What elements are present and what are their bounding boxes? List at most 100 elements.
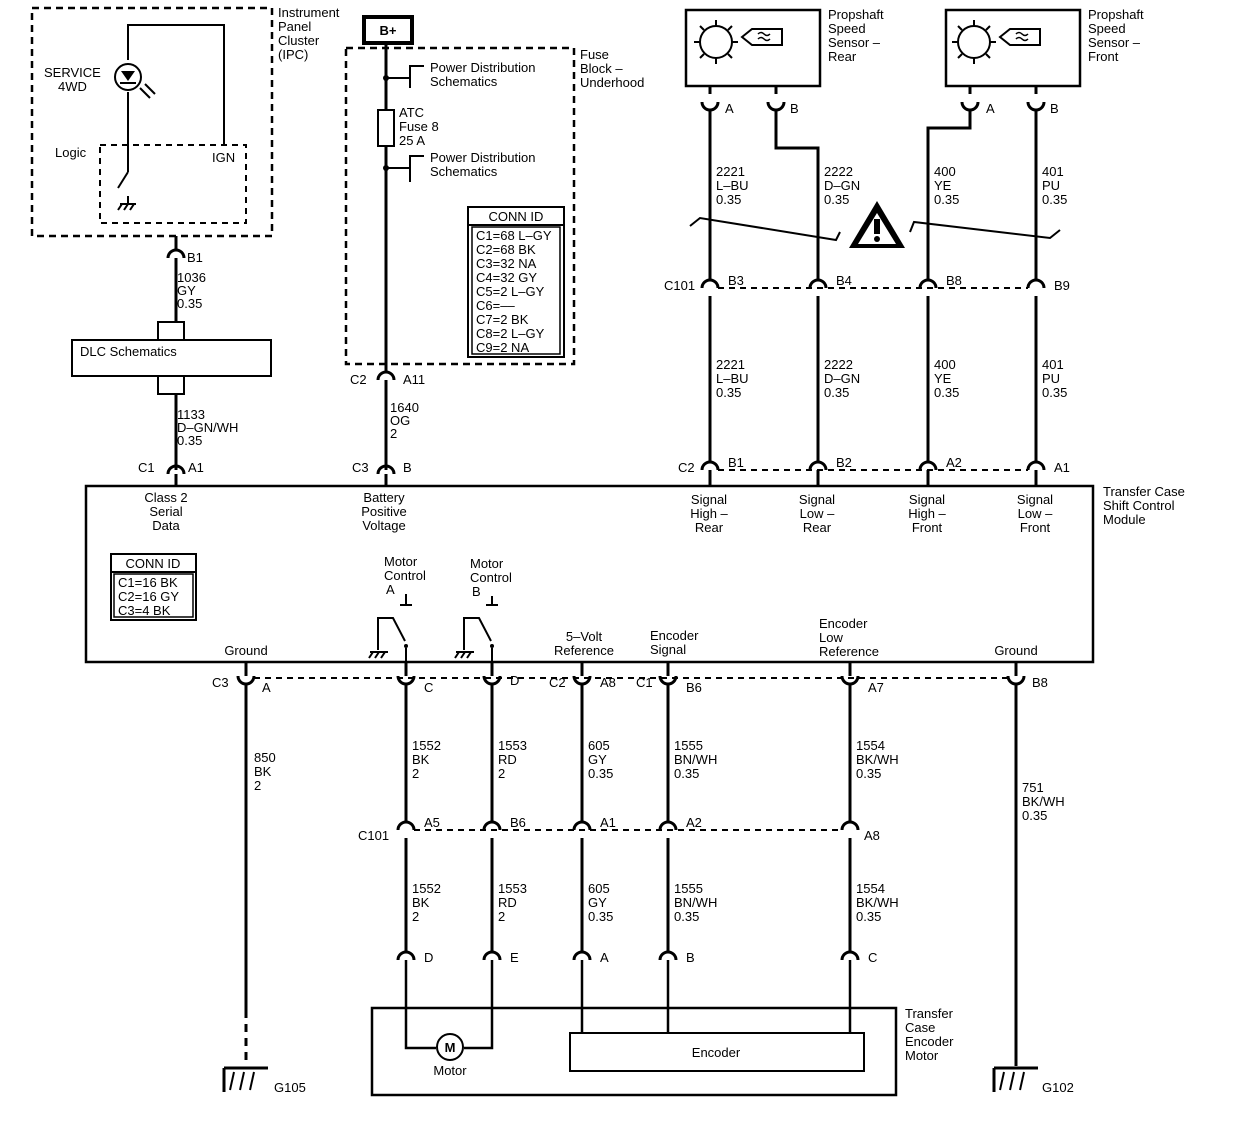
pin-b6-inline-label: B6 (510, 815, 526, 830)
pin-a7-bottom-label: A7 (868, 680, 884, 695)
sensor-front-pin-a: A (986, 101, 995, 116)
pin-b6-bottom-label: B6 (686, 680, 702, 695)
conn-id-fuse-title: CONN ID (489, 209, 544, 224)
conn-id-module-title: CONN ID (126, 556, 181, 571)
encoder-pin-c-label: C (868, 950, 877, 965)
sensor-front-pickup-icon (998, 28, 1041, 46)
pin-b1-label: B1 (187, 250, 203, 265)
sensor-front-box (944, 8, 1082, 88)
pin-c3-top-label: C3 (352, 460, 369, 475)
c101-top-label: C101 (664, 278, 695, 293)
ground-1-label: Ground (224, 643, 267, 658)
ign-label: IGN (212, 150, 235, 165)
connector-c3-b-icon (376, 464, 396, 475)
sensor-rear-box (684, 8, 822, 88)
encoder-box (569, 1032, 865, 1072)
sensor-front-pin-b: B (1050, 101, 1059, 116)
sensor-connectors (700, 86, 1046, 112)
ground-2-label: Ground (994, 643, 1037, 658)
conn-id-fuse-items: C1=68 L–GY C2=68 BK C3=32 NA C4=32 GY C5… (476, 228, 555, 355)
pin-a1-label: A1 (188, 460, 204, 475)
pin-a11-label: A11 (403, 372, 425, 387)
wire-2222-upper (774, 110, 820, 280)
led-light-rays-icon (139, 87, 151, 99)
pin-d-bottom-label: D (510, 673, 519, 688)
pin-c2-bottom-label: C2 (549, 675, 566, 690)
connector-c2-a11-icon (376, 370, 396, 381)
twisted-pair-mark-rear (689, 216, 841, 242)
dlc-schematics-box (71, 339, 272, 377)
twisted-pair-mark-front (909, 220, 1061, 240)
transfer-case-shift-control-module (84, 484, 1095, 664)
wire-400-upper (926, 110, 972, 280)
pin-b8-bottom-label: B8 (1032, 675, 1048, 690)
pin-c3-bottom-label: C3 (212, 675, 229, 690)
fuse-8-icon (377, 109, 395, 147)
motor-control-a-switch-icon (368, 594, 412, 662)
encoder-pin-e-label: E (510, 950, 519, 965)
motor-wire-right (464, 960, 494, 1050)
motor-wire-left (404, 960, 436, 1050)
led-diode-icon (121, 71, 135, 81)
connector-c1-a1-icon (166, 464, 186, 475)
encoder-pin-a-label: A (600, 950, 609, 965)
caution-warning-icon (849, 201, 905, 248)
pin-b-top-label: B (403, 460, 412, 475)
pin-a-bottom-label: A (262, 680, 271, 695)
ipc-dashed-box (30, 6, 274, 238)
fuse-block-dashed-box (344, 46, 576, 366)
module-pin-b2-label: B2 (836, 455, 852, 470)
logic-label: Logic (55, 145, 87, 160)
ground-g102-icon (992, 1066, 1038, 1092)
pin-b8-label: B8 (946, 273, 962, 288)
sensor-front-gear-icon (952, 20, 996, 64)
motor-control-b-switch-icon (454, 596, 498, 662)
pin-a8-bottom-label: A8 (600, 675, 616, 690)
module-pin-a2-label: A2 (946, 455, 962, 470)
pin-b4-label: B4 (836, 273, 852, 288)
module-bottom-connectors (236, 662, 1026, 686)
c101-bottom-connectors (396, 820, 860, 831)
pin-c2-label: C2 (350, 372, 367, 387)
module-pin-b1-label: B1 (728, 455, 744, 470)
module-c2-connectors (700, 460, 1046, 486)
pin-b9-label: B9 (1054, 278, 1070, 293)
encoder-pin-d-label: D (424, 950, 433, 965)
ground-g102-label: G102 (1042, 1080, 1074, 1095)
module-c2-label: C2 (678, 460, 695, 475)
pin-a8-inline-label: A8 (864, 828, 880, 843)
ground-g105-label: G105 (274, 1080, 306, 1095)
motor-symbol-label: M (445, 1040, 456, 1055)
